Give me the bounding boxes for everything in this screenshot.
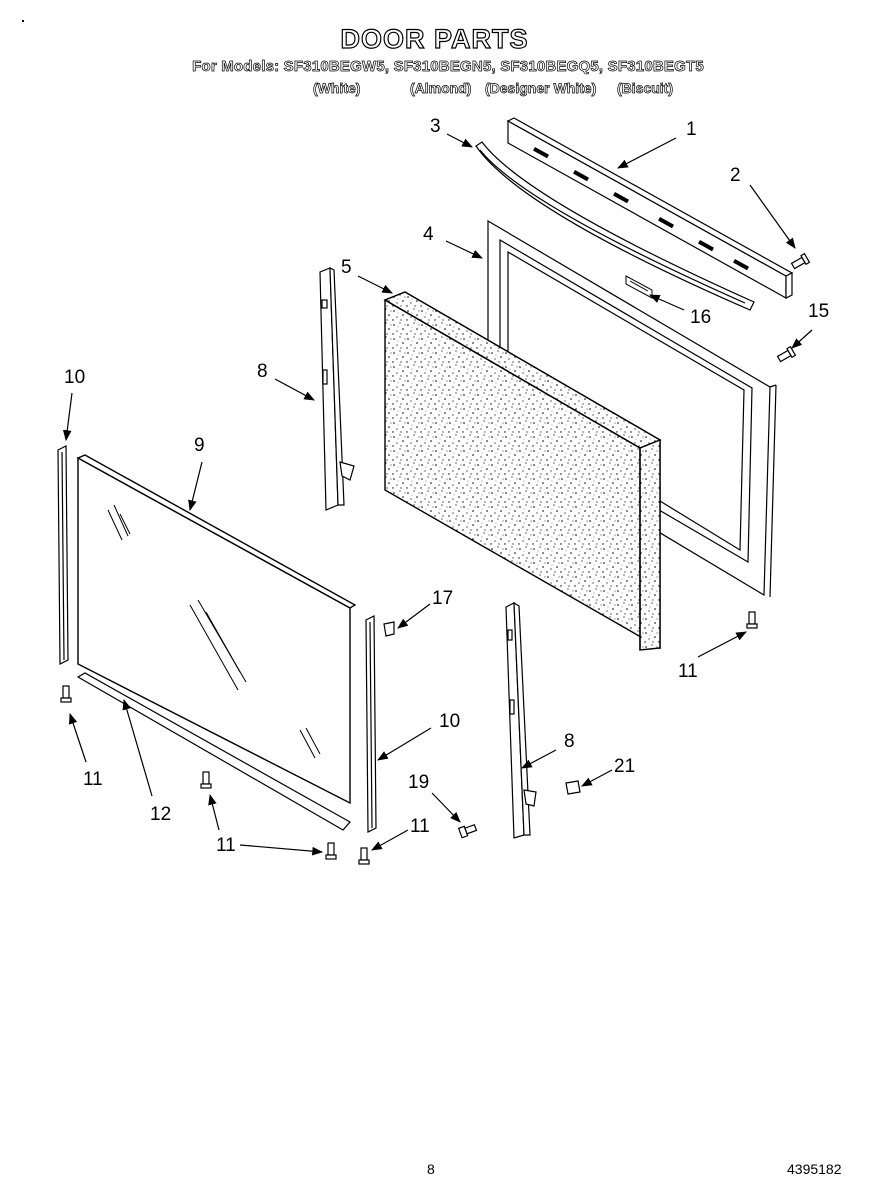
leader-21: [581, 769, 613, 787]
screw-part-19: [457, 823, 478, 839]
leader-11c: [208, 793, 220, 831]
callout-1: 1: [686, 119, 697, 140]
callout-9: 9: [194, 435, 205, 456]
callout-4: 4: [423, 224, 434, 245]
part-12-bottom-trim: [76, 672, 351, 831]
callout-3: 3: [430, 116, 441, 137]
callout-16: 16: [690, 307, 712, 328]
part-10-side-trim-left: [57, 445, 69, 665]
part-8-hinge-channel-right: [505, 601, 537, 839]
leader-16: [649, 294, 685, 311]
part-9-door-glass: [76, 454, 357, 805]
part-21-clip: [565, 780, 581, 795]
leader-3: [446, 133, 473, 148]
leader-2: [749, 184, 796, 249]
part-3-door-handle: [475, 141, 755, 311]
page-number: 8: [427, 1161, 435, 1177]
callout-21: 21: [614, 756, 636, 777]
document-number: 4395182: [787, 1161, 842, 1177]
color-biscuit: (Biscuit): [617, 80, 674, 97]
leader-15: [791, 329, 813, 349]
part-16-frame-label: [625, 275, 653, 299]
callout-19: 19: [408, 772, 430, 793]
model-list: For Models: SF310BEGW5, SF310BEGN5, SF31…: [192, 58, 704, 76]
leader-17: [397, 603, 431, 629]
leader-4: [445, 240, 483, 259]
callout-17: 17: [432, 588, 454, 609]
callout-8-upper: 8: [257, 361, 268, 382]
leader-10b: [377, 727, 432, 761]
callout-11-right: 11: [410, 816, 430, 837]
screw-part-15: [776, 345, 797, 363]
leader-lines: [62, 133, 813, 856]
callout-10-right: 10: [439, 711, 461, 732]
leader-11d: [239, 844, 324, 856]
leader-11a: [697, 631, 747, 658]
screw-part-11-frame: [746, 611, 758, 629]
page-title: DOOR PARTS: [340, 23, 529, 54]
callout-5: 5: [341, 257, 352, 278]
leader-8b: [521, 749, 557, 769]
part-1-vent-trim: [506, 117, 794, 300]
leader-19: [431, 792, 461, 823]
screw-part-11-right: [358, 847, 370, 865]
leader-12: [122, 698, 153, 797]
color-almond: (Almond): [410, 80, 472, 97]
leader-11e: [371, 829, 409, 851]
callout-2: 2: [730, 165, 741, 186]
part-8-hinge-channel-left: [319, 267, 355, 511]
callout-8-lower: 8: [564, 731, 575, 752]
leader-11b: [68, 712, 87, 763]
stray-dot: [22, 20, 24, 22]
leader-8a: [274, 378, 315, 401]
callout-10-left: 10: [64, 367, 86, 388]
leader-10a: [62, 392, 73, 442]
callout-11-left: 11: [83, 769, 103, 790]
callout-11-frame: 11: [678, 661, 698, 682]
model-colors: (White) (Almond) (Designer White) (Biscu…: [0, 80, 869, 100]
part-17-clip: [383, 621, 395, 637]
leader-5: [357, 275, 393, 294]
leader-9: [188, 461, 203, 512]
part-5-insulation: [383, 291, 662, 651]
screw-part-11-bottom: [325, 842, 337, 860]
callout-15: 15: [808, 301, 830, 322]
callout-12: 12: [150, 804, 172, 825]
color-white: (White): [313, 80, 361, 97]
screw-part-11-mid: [200, 771, 212, 789]
leader-1: [617, 137, 677, 169]
callout-11-bottom: 11: [216, 835, 236, 856]
screw-part-11-left: [60, 685, 72, 703]
screw-part-2: [790, 252, 811, 270]
color-designer-white: (Designer White): [485, 80, 597, 97]
screws: [60, 252, 811, 865]
part-10-side-trim-right: [365, 615, 377, 833]
